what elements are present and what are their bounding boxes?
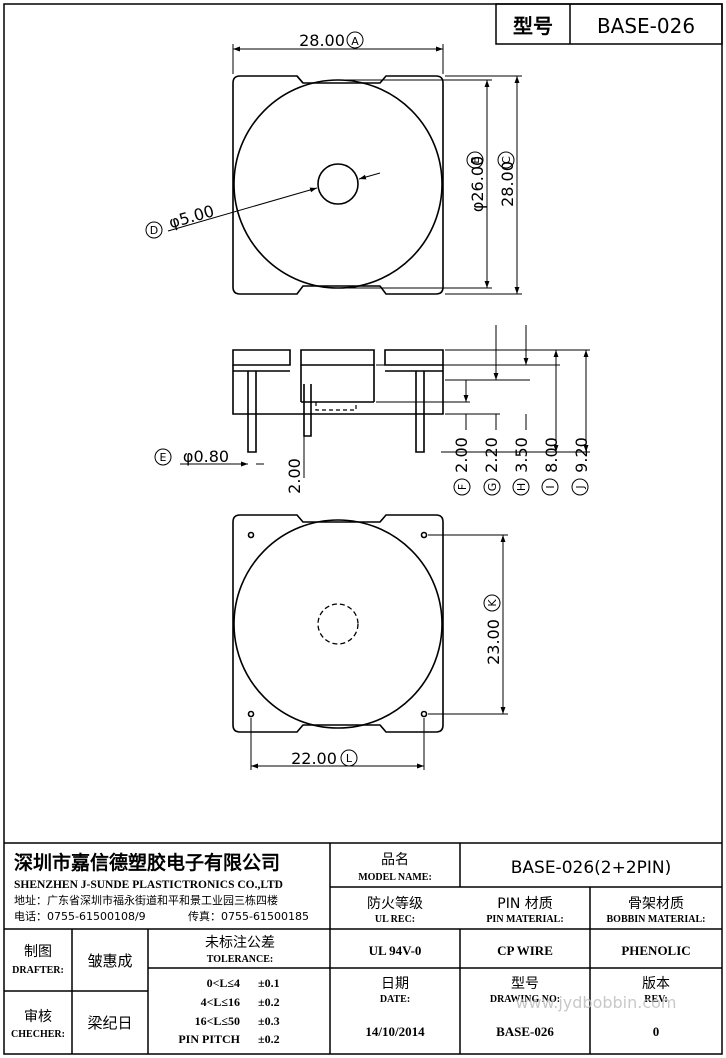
dim-pin-length-value: 2.00 xyxy=(285,458,304,494)
bobbin-material-label-en: BOBBIN MATERIAL: xyxy=(607,914,706,925)
drafter-label-cn: 制图 xyxy=(24,944,52,960)
pin-hole-bottom-right xyxy=(420,710,428,718)
model-name-value: BASE-026(2+2PIN) xyxy=(511,858,672,878)
title-block xyxy=(4,842,722,1054)
top-main-circle xyxy=(233,79,443,289)
dim-a-tag: A xyxy=(351,35,359,48)
header-model-label: 型号 xyxy=(513,14,553,38)
date-value: 14/10/2014 xyxy=(365,1024,425,1039)
dim-k xyxy=(428,534,508,715)
watermark: www.jydbobbin.com xyxy=(515,993,676,1012)
dim-l-tag: L xyxy=(346,752,353,765)
dim-a xyxy=(232,44,444,74)
dim-c-tag: C xyxy=(500,156,513,164)
rev-label-en: REV: xyxy=(644,994,668,1005)
pin-hole-bottom-left xyxy=(247,710,255,718)
drawing-no-label-en: DRAWING NO: xyxy=(490,994,560,1005)
drawing-frame xyxy=(3,3,723,1055)
dim-f-tag: F xyxy=(456,484,469,490)
dim-j-tag: J xyxy=(574,485,587,489)
dim-e-tag: E xyxy=(160,451,167,464)
tolerance-range: PIN PITCH xyxy=(178,1032,240,1046)
tolerance-value: ±0.3 xyxy=(258,1014,280,1028)
dim-h-value: 3.50 xyxy=(512,437,531,473)
checker-label-cn: 审核 xyxy=(24,1009,52,1025)
dim-b-tag: B xyxy=(469,156,482,164)
tolerance-table: 0<L≤4 ±0.1 4<L≤16 ±0.2 16<L≤50 ±0.3 PIN … xyxy=(178,976,279,1046)
bobbin-material-value: PHENOLIC xyxy=(621,943,690,958)
dim-d-tag: D xyxy=(150,224,158,237)
dim-b-value: φ26.00 xyxy=(468,156,487,212)
bottom-view xyxy=(232,514,444,733)
date-label-en: DATE: xyxy=(380,994,410,1005)
company-address: 地址：广东省深圳市福永街道和平和景工业园三栋四楼 xyxy=(14,893,278,907)
dim-e-value: φ0.80 xyxy=(183,447,229,466)
tolerance-range: 4<L≤16 xyxy=(201,995,240,1009)
dim-d xyxy=(167,172,381,232)
pin-material-value: CP WIRE xyxy=(497,943,553,958)
model-name-label-cn: 品名 xyxy=(381,852,409,868)
pin-right xyxy=(415,371,425,453)
company-phone: 电话：0755-61500108/9 xyxy=(14,910,146,923)
company-fax: 传真：0755-61500185 xyxy=(188,909,309,923)
checker-label-en: CHECHER: xyxy=(11,1029,65,1040)
tolerance-label-cn: 未标注公差 xyxy=(205,935,275,951)
checker-name: 梁纪日 xyxy=(87,1014,132,1032)
pin-hole-top-left xyxy=(247,531,255,539)
model-name-label-en: MODEL NAME: xyxy=(358,872,432,883)
ul-label-cn: 防火等级 xyxy=(367,895,423,912)
drawing-no-label-cn: 型号 xyxy=(511,976,539,992)
dim-d-value: φ5.00 xyxy=(167,201,217,232)
tolerance-value: ±0.1 xyxy=(258,976,280,990)
tolerance-range: 0<L≤4 xyxy=(207,976,240,990)
tolerance-value: ±0.2 xyxy=(258,1032,280,1046)
bottom-main-circle xyxy=(233,519,443,729)
dim-k-value: 23.00 xyxy=(484,619,503,665)
dim-g-tag: G xyxy=(486,483,499,492)
ul-label-en: UL REC: xyxy=(375,914,415,925)
dim-g-value: 2.20 xyxy=(482,437,501,473)
dim-c xyxy=(445,75,522,295)
dim-k-tag: K xyxy=(486,599,499,607)
drafter-label-en: DRAFTER: xyxy=(12,965,64,976)
pin-left xyxy=(247,371,257,453)
top-center-hole xyxy=(317,163,359,205)
side-view xyxy=(232,349,444,453)
dim-f-value: 2.00 xyxy=(452,437,471,473)
tolerance-label-en: TOLERANCE: xyxy=(207,954,274,965)
dim-i-value: 8.00 xyxy=(542,437,561,473)
dim-l xyxy=(250,718,425,770)
pin-hole-top-right xyxy=(420,531,428,539)
pin-center xyxy=(303,384,312,437)
tolerance-range: 16<L≤50 xyxy=(195,1014,240,1028)
dim-j-value: 9.20 xyxy=(572,437,591,473)
pin-material-label-en: PIN MATERIAL: xyxy=(486,914,563,925)
dim-b xyxy=(345,79,492,289)
rev-value: 0 xyxy=(653,1024,660,1039)
rev-label-cn: 版本 xyxy=(642,976,670,992)
pin-material-label-cn: PIN 材质 xyxy=(497,896,553,912)
tolerance-value: ±0.2 xyxy=(258,995,280,1009)
dim-i-tag: I xyxy=(544,485,557,488)
drawing-no-value: BASE-026 xyxy=(496,1024,554,1039)
date-label-cn: 日期 xyxy=(381,976,409,992)
company-name-en: SHENZHEN J-SUNDE PLASTICTRONICS CO.,LTD xyxy=(14,879,283,891)
dim-a-value: 28.00 xyxy=(299,31,345,50)
dim-tags-fghij xyxy=(453,478,589,496)
header-model-value: BASE-026 xyxy=(597,14,695,38)
dim-h-tag: H xyxy=(515,483,528,491)
dims-fghij xyxy=(376,325,590,453)
company-name-cn: 深圳市嘉信德塑胶电子有限公司 xyxy=(14,851,280,874)
bobbin-material-label-cn: 骨架材质 xyxy=(628,896,684,912)
drafter-name: 皱惠成 xyxy=(87,952,132,970)
ul-value: UL 94V-0 xyxy=(369,943,422,958)
dim-l-value: 22.00 xyxy=(291,749,337,768)
top-view xyxy=(232,75,444,295)
dim-c-value: 28.00 xyxy=(498,161,517,207)
header-model-box: 型号 BASE-026 xyxy=(495,3,723,45)
bottom-center-hole xyxy=(317,603,359,645)
